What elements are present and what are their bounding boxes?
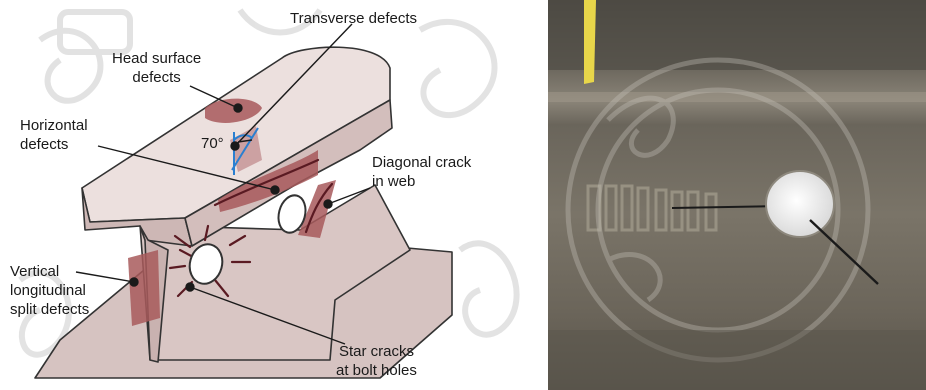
rail-defect-diagram: Transverse defects Head surface defects …	[0, 0, 544, 390]
label-vertical-split-defects: Vertical longitudinal split defects	[10, 262, 89, 319]
yellow-paint-mark	[584, 0, 596, 84]
vertical-split-defect	[128, 250, 160, 326]
rail-shape	[35, 47, 452, 378]
label-head-surface-defects: Head surface defects	[112, 49, 201, 87]
bolt-hole	[766, 171, 834, 237]
label-diagonal-crack: Diagonal crack in web	[372, 153, 471, 191]
rail-illustration	[0, 0, 544, 390]
rail-photo	[548, 0, 926, 390]
rail-photo-image	[548, 0, 926, 390]
label-horizontal-defects: Horizontal defects	[20, 116, 88, 154]
label-angle-70: 70°	[201, 134, 224, 153]
label-star-cracks: Star cracks at bolt holes	[336, 342, 417, 380]
label-transverse-defects: Transverse defects	[290, 9, 417, 28]
